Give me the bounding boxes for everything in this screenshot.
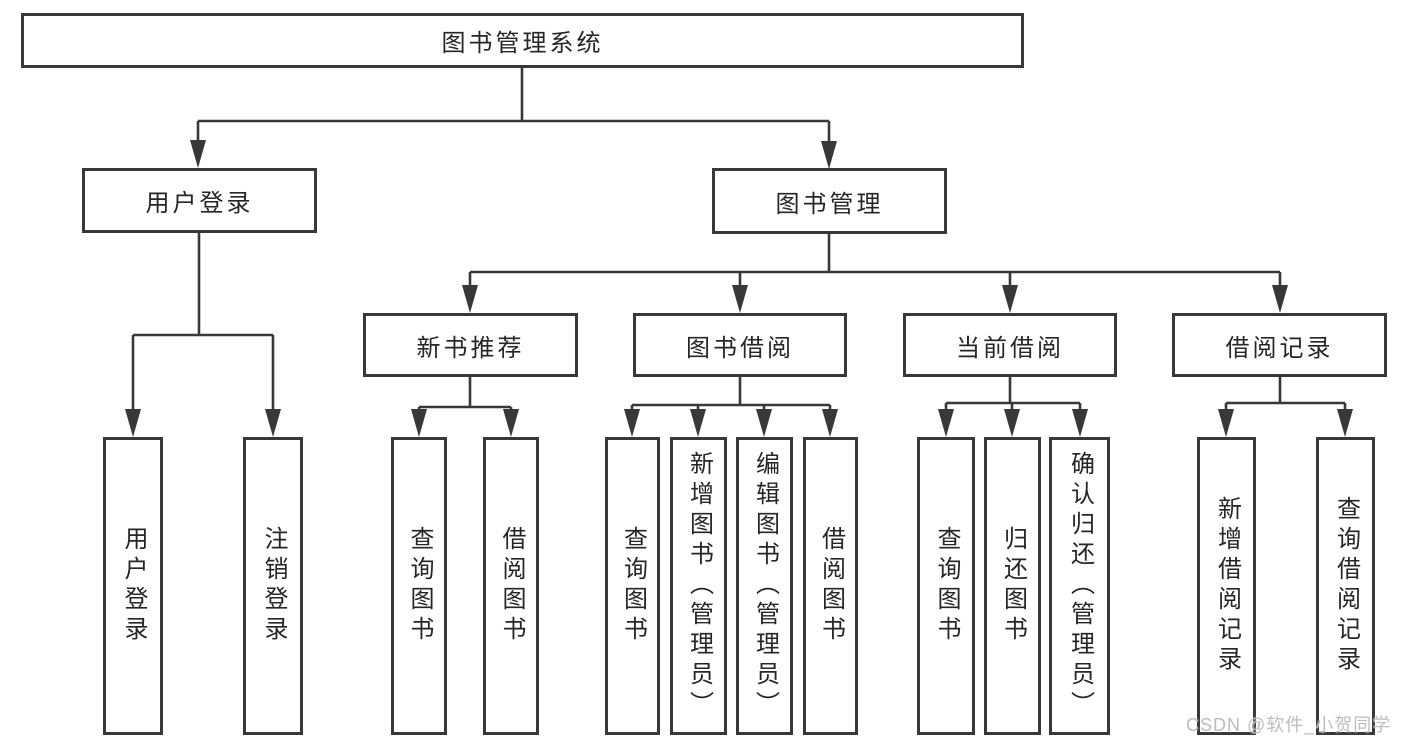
node-borrow-records: 借阅记录 [1172,313,1387,377]
node-label: 用户登录 [145,190,254,217]
leaf-borrow-books-recommend: 借阅图书 [483,437,539,735]
node-label: 图书管理 [775,190,884,218]
node-label: 借阅图书 [817,526,845,646]
node-label: 新增图书（管理员） [685,451,713,721]
node-label: 确认归还（管理员） [1066,451,1094,721]
node-label: 新书推荐 [416,334,525,362]
leaf-user-login: 用户登录 [103,437,163,735]
node-label: 图书借阅 [686,334,794,362]
leaf-query-books-borrow: 查询图书 [605,437,660,735]
leaf-edit-books-admin: 编辑图书（管理员） [736,437,793,735]
leaf-query-books-current: 查询图书 [917,437,975,735]
node-root: 图书管理系统 [21,13,1024,68]
node-user-login: 用户登录 [82,168,317,233]
watermark: CSDN @软件_小贺同学 [1186,715,1392,735]
node-label: 查询借阅记录 [1332,496,1360,676]
node-label: 查询图书 [619,526,647,646]
node-label: 编辑图书（管理员） [751,451,779,721]
leaf-logout: 注销登录 [243,437,303,735]
node-label: 借阅记录 [1225,334,1334,362]
node-label: 用户登录 [120,526,147,646]
node-label: 图书管理系统 [441,30,604,57]
node-book-management: 图书管理 [712,168,947,234]
node-label: 注销登录 [260,526,287,646]
arrow-heads [125,140,1353,437]
node-label: 当前借阅 [956,334,1064,362]
leaf-add-borrow-record: 新增借阅记录 [1197,437,1256,735]
node-book-borrow: 图书借阅 [633,313,847,377]
leaf-query-books-recommend: 查询图书 [391,437,447,735]
node-label: 归还图书 [999,526,1027,646]
leaf-confirm-return-admin: 确认归还（管理员） [1049,437,1110,735]
leaf-query-borrow-record: 查询借阅记录 [1316,437,1375,735]
leaf-borrow-books: 借阅图书 [803,437,858,735]
leaf-return-books: 归还图书 [984,437,1041,735]
node-label: 查询图书 [406,526,433,646]
node-label: 查询图书 [933,526,960,646]
node-current-borrow: 当前借阅 [903,313,1117,377]
leaf-add-books-admin: 新增图书（管理员） [670,437,727,735]
node-label: 新增借阅记录 [1213,496,1241,676]
node-new-book-recommend: 新书推荐 [363,313,578,377]
node-label: 借阅图书 [498,526,525,646]
